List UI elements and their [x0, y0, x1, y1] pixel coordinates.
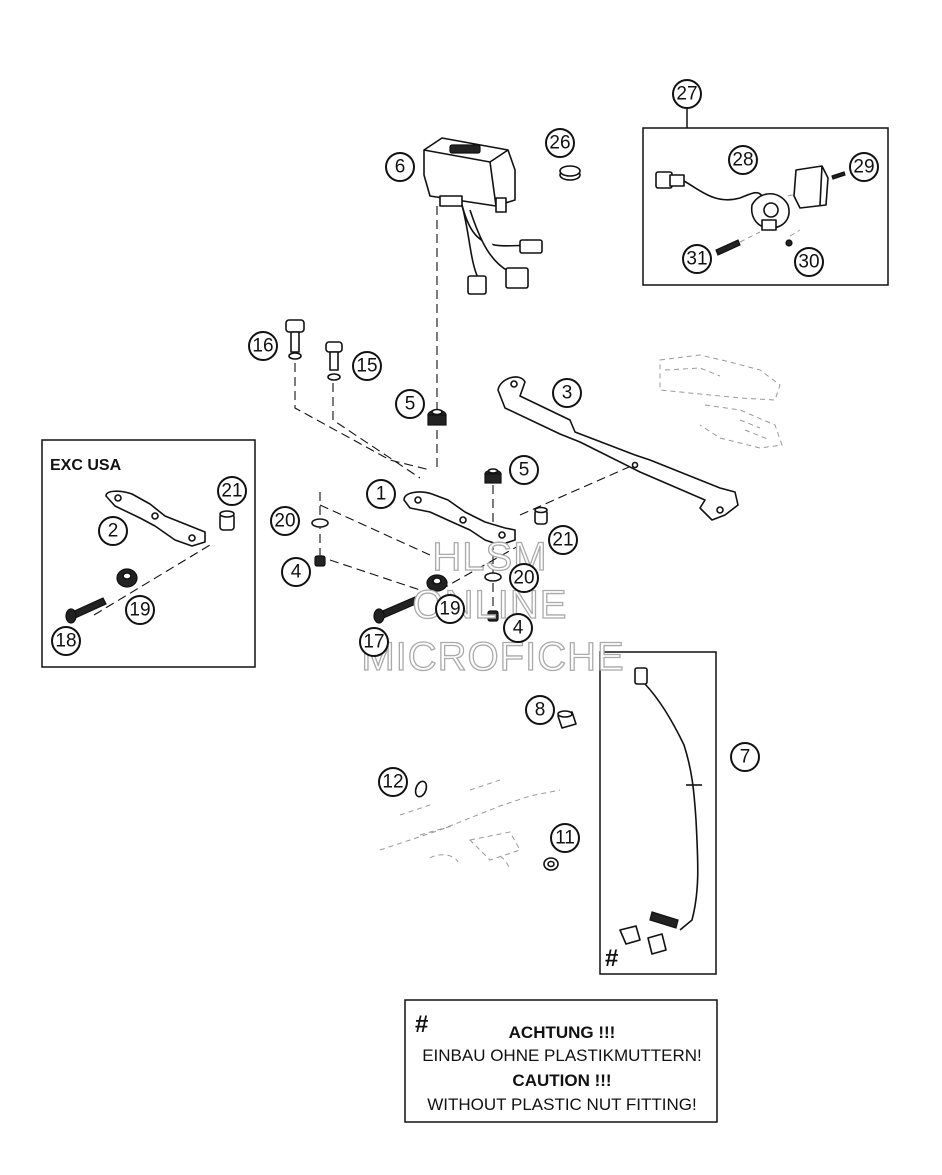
warning-line1: ACHTUNG !!!: [509, 1023, 616, 1042]
callout-15: 15: [352, 351, 382, 381]
svg-text:3: 3: [562, 383, 573, 404]
bracket-2: [105, 490, 206, 547]
svg-text:28: 28: [732, 150, 753, 171]
callout-8: 8: [525, 695, 555, 725]
svg-text:15: 15: [356, 356, 377, 377]
spacer-21-left: [219, 510, 235, 531]
callout-7: 7: [730, 742, 760, 772]
washer-11: [543, 857, 559, 871]
sensor-part-28: [750, 192, 790, 231]
svg-text:8: 8: [535, 700, 546, 721]
grommet-19-center: [426, 574, 448, 592]
callout-29: 29: [849, 152, 879, 182]
screw-17: [373, 596, 419, 624]
svg-text:20: 20: [274, 511, 295, 532]
svg-text:17: 17: [363, 632, 384, 653]
speedo-cable-7: [619, 667, 702, 955]
callout-21-right: 21: [548, 525, 578, 555]
svg-text:5: 5: [405, 394, 416, 415]
bracket-1: [403, 491, 516, 546]
washer-20-right: [484, 572, 502, 582]
svg-text:4: 4: [513, 618, 524, 639]
callout-4-left: 4: [281, 557, 311, 587]
svg-text:4: 4: [291, 562, 302, 583]
callout-26: 26: [545, 128, 575, 158]
ring-12: [414, 780, 428, 798]
warning-line4: WITHOUT PLASTIC NUT FITTING!: [427, 1095, 697, 1114]
callout-5-lower: 5: [509, 455, 539, 485]
callout-21-left: 21: [217, 476, 247, 506]
exc-usa-label: EXC USA: [50, 457, 122, 474]
washer-30: [785, 239, 793, 247]
bolt-15: [325, 341, 343, 381]
svg-text:26: 26: [549, 133, 570, 154]
frame-ghost: [659, 354, 783, 449]
warning-hash: #: [415, 1011, 428, 1038]
hash-mark: #: [605, 945, 618, 972]
nut-4-right: [487, 610, 499, 622]
speedometer-unit-6: [423, 137, 543, 295]
callout-11: 11: [550, 823, 580, 853]
callout-31: 31: [682, 244, 712, 274]
callout-19-center: 19: [435, 594, 465, 624]
grommet-19-left: [116, 568, 138, 588]
svg-text:11: 11: [555, 828, 575, 849]
cable-box-7: [599, 651, 717, 975]
cap-26: [559, 165, 581, 181]
svg-text:6: 6: [395, 157, 406, 178]
svg-text:21: 21: [221, 481, 242, 502]
svg-text:27: 27: [676, 84, 697, 105]
svg-text:16: 16: [252, 336, 273, 357]
svg-text:21: 21: [552, 530, 573, 551]
callout-18: 18: [51, 626, 81, 656]
detail-box-27: [642, 127, 889, 286]
callout-30: 30: [794, 247, 824, 277]
svg-text:18: 18: [55, 631, 76, 652]
callout-2: 2: [98, 516, 128, 546]
warning-line2: EINBAU OHNE PLASTIKMUTTERN!: [422, 1046, 702, 1065]
svg-text:29: 29: [853, 157, 874, 178]
washer-20-left: [311, 518, 329, 528]
callout-3: 3: [552, 378, 582, 408]
callout-4-right: 4: [503, 613, 533, 643]
callout-19-left: 19: [125, 595, 155, 625]
callout-20-right: 20: [509, 563, 539, 593]
nut-4-left: [314, 555, 326, 567]
callout-20-left: 20: [270, 506, 300, 536]
grommet-5-lower: [484, 468, 502, 484]
cover-part-29: [787, 165, 846, 209]
svg-text:5: 5: [519, 460, 530, 481]
svg-text:MICROFICHE: MICROFICHE: [361, 635, 624, 679]
svg-text:2: 2: [108, 521, 119, 542]
screw-31: [715, 231, 761, 256]
svg-text:19: 19: [439, 599, 460, 620]
callout-6: 6: [385, 152, 415, 182]
hub-ghost: [379, 779, 561, 871]
clip-8: [557, 710, 577, 729]
callout-17: 17: [359, 627, 389, 657]
screw-18: [65, 597, 107, 624]
callout-5-upper: 5: [395, 389, 425, 419]
grommet-5-upper: [427, 408, 447, 426]
svg-text:19: 19: [129, 600, 150, 621]
svg-text:30: 30: [798, 252, 819, 273]
svg-text:31: 31: [686, 249, 707, 270]
callout-27: 27: [672, 79, 702, 109]
callout-1: 1: [366, 479, 396, 509]
svg-text:7: 7: [740, 747, 751, 768]
callout-12: 12: [378, 767, 408, 797]
svg-text:12: 12: [382, 772, 403, 793]
bracket-3: [497, 376, 739, 521]
svg-text:20: 20: [513, 568, 534, 589]
callout-28: 28: [728, 145, 758, 175]
bolt-16: [285, 319, 305, 360]
warning-box: # ACHTUNG !!! EINBAU OHNE PLASTIKMUTTERN…: [404, 999, 718, 1123]
exc-usa-box: [41, 439, 256, 668]
connector-plug: [655, 171, 763, 201]
callout-16: 16: [248, 331, 278, 361]
svg-text:1: 1: [376, 484, 387, 505]
warning-line3: CAUTION !!!: [512, 1071, 611, 1090]
spacer-21-right: [534, 506, 548, 525]
